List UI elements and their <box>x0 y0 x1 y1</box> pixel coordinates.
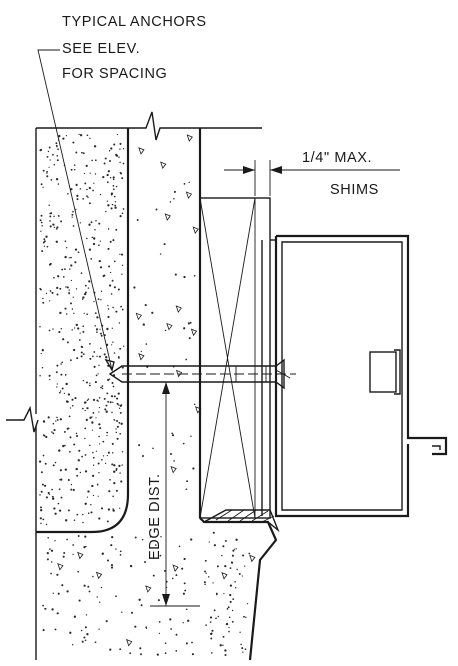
concrete-wall <box>6 111 278 661</box>
anchor-note-line-1: TYPICAL ANCHORS <box>62 14 207 30</box>
sealant-hatch <box>203 509 280 533</box>
concrete-stipple <box>38 133 256 657</box>
shim-block <box>199 197 271 519</box>
anchor-note-line-3: FOR SPACING <box>62 66 167 82</box>
shim-dimension <box>224 160 400 196</box>
shim-dimension-value: 1/4" MAX. <box>302 150 372 166</box>
edge-distance-dimension <box>150 382 200 607</box>
edge-distance-label: EDGE DIST. <box>147 473 163 560</box>
anchor-note-line-2: SEE ELEV. <box>62 41 140 57</box>
anchor-bolt <box>108 358 296 390</box>
shim-dimension-note: SHIMS <box>330 182 379 198</box>
anchor-leader <box>37 49 115 372</box>
frame-profile <box>261 234 448 518</box>
